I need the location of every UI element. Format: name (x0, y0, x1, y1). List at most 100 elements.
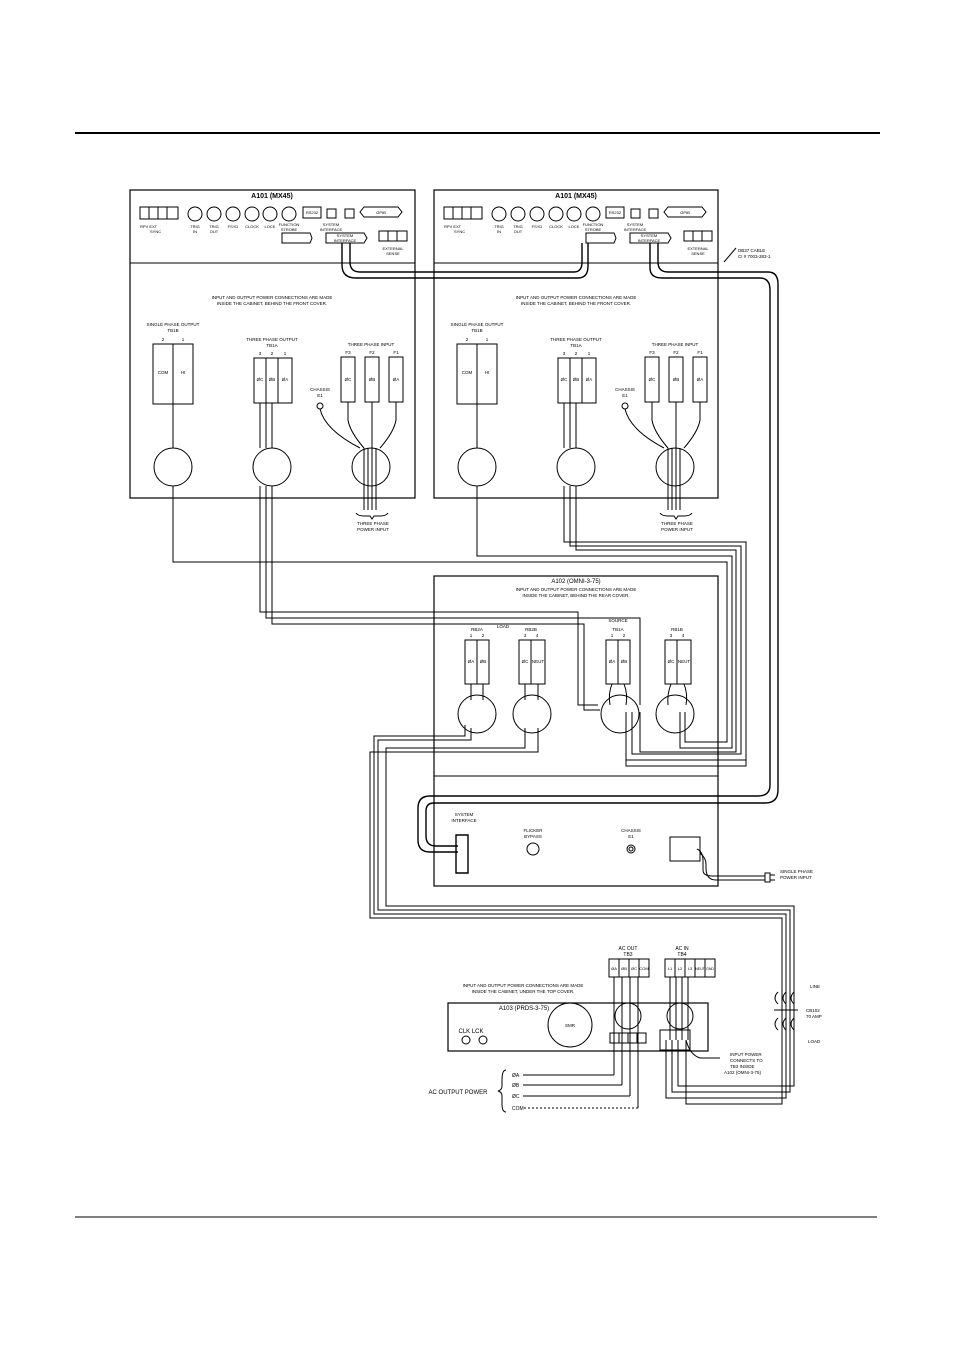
lck-connector[interactable] (478, 1035, 488, 1045)
rs232-port[interactable] (605, 206, 625, 219)
label-system: SYSTEM (323, 222, 339, 227)
chassis-e1: E1 (622, 393, 628, 398)
chassis-label: CHASSIS (621, 828, 641, 833)
label-fsyd: FSYD (228, 224, 239, 229)
fsyd-connector[interactable] (529, 206, 545, 222)
function-strobe-connector[interactable] (281, 206, 297, 222)
phase-c-label: ØC (512, 1094, 520, 1100)
system-interface-port-b[interactable] (629, 232, 672, 244)
terminal-hi[interactable] (172, 343, 194, 405)
a103-note-line2: INSIDE THE CABINET, UNDER THE TOP COVER. (472, 989, 575, 994)
system-port[interactable] (630, 208, 641, 219)
aux-port[interactable] (648, 208, 659, 219)
tb-num: 2 (162, 337, 165, 342)
flicker-bypass-switch[interactable] (526, 842, 540, 856)
label-interface: INTERFACE (320, 227, 343, 232)
ac-out-label: AC OUT (619, 946, 638, 952)
gpib-port[interactable] (359, 206, 403, 218)
terminal-hi[interactable] (476, 343, 498, 405)
tb-num: 2 (482, 633, 485, 638)
trig-out-connector[interactable] (206, 206, 222, 222)
grommet (512, 694, 552, 734)
trig-out-connector[interactable] (510, 206, 526, 222)
system-interface-connector[interactable] (455, 834, 469, 874)
tb-num: 1 (470, 633, 473, 638)
a101-right-title: A101 (MX45) (555, 193, 597, 200)
single-phase-inlet[interactable] (669, 836, 701, 862)
trig-in-connector[interactable] (187, 206, 203, 222)
term-label: ØA (393, 377, 400, 382)
fuse-num: F2 (673, 350, 679, 355)
label-rs232: RS232 (609, 210, 622, 215)
grommet (614, 1002, 642, 1030)
function-strobe-connector[interactable] (585, 206, 601, 222)
label-out: OUT (210, 229, 219, 234)
fsyd-connector[interactable] (225, 206, 241, 222)
chassis-ground-stud[interactable] (626, 844, 636, 854)
tb3-label: TB3 (623, 952, 632, 958)
label-rpv-ext: RPV EXT (140, 224, 158, 229)
panel-note-line1: INPUT AND OUTPUT POWER CONNECTIONS ARE M… (212, 295, 333, 300)
tb-num: 2 (623, 633, 626, 638)
power-input-label: POWER INPUT (661, 527, 693, 532)
label-rpv-ext: RPV EXT (444, 224, 462, 229)
term-label: ØB (621, 659, 628, 664)
label-sync: SYNC (150, 229, 161, 234)
trig-in-connector[interactable] (491, 206, 507, 222)
external-sense-terminal[interactable] (378, 230, 408, 242)
tb-num: 4 (536, 633, 539, 638)
bypass-label: BYPASS (524, 834, 542, 839)
three-phase-out-title: THREE PHASE OUTPUT (246, 337, 298, 342)
a103-note-line1: INPUT AND OUTPUT POWER CONNECTIONS ARE M… (463, 983, 584, 988)
label-lock: LOCK (569, 224, 580, 229)
label-trig: TRIG (190, 224, 200, 229)
chassis-ground-stud[interactable] (316, 402, 324, 410)
term-label: NEUT (532, 659, 545, 664)
clk-connector[interactable] (461, 1035, 471, 1045)
label-interface: INTERFACE (334, 238, 357, 243)
terminal-oa[interactable] (581, 357, 597, 404)
db37-cable-label: DB37 CABLE (738, 248, 765, 253)
system-interface-port-a[interactable] (585, 232, 617, 244)
system-port[interactable] (326, 208, 337, 219)
term-label: ØB (573, 377, 580, 382)
rs232-port[interactable] (302, 206, 322, 219)
chassis-e1: E1 (317, 393, 323, 398)
tb-num: 3 (563, 351, 566, 356)
term-label: L2 (678, 966, 683, 971)
term-label: ØB (621, 966, 627, 971)
ac-output-power-legend: AC OUTPUT POWER ØA ØB ØC COM (429, 1069, 638, 1113)
lock-connector[interactable] (566, 206, 582, 222)
external-sense-terminal[interactable] (683, 230, 713, 242)
grommet (666, 1002, 694, 1030)
gpib-port[interactable] (663, 206, 707, 218)
panel-note-line2: INSIDE THE CABINET, BEHIND THE FRONT COV… (217, 301, 327, 306)
chassis-e1: E1 (628, 834, 634, 839)
clock-connector[interactable] (244, 206, 260, 222)
in-terminal-gnd[interactable] (704, 958, 716, 978)
label-function: FUNCTION (279, 222, 300, 227)
system-interface-port-b[interactable] (325, 232, 368, 244)
chassis-label: CHASSIS (310, 387, 330, 392)
terminal-oa[interactable] (277, 357, 293, 404)
tb-num: 1 (284, 351, 287, 356)
three-phase-in-title: THREE PHASE INPUT (652, 342, 699, 347)
cb-load-label: LOAD (808, 1039, 821, 1044)
ac-in-label: AC IN (675, 946, 689, 952)
chassis-ground-stud[interactable] (621, 402, 629, 410)
power-input-label: POWER INPUT (357, 527, 389, 532)
clock-connector[interactable] (548, 206, 564, 222)
aux-port[interactable] (344, 208, 355, 219)
system-interface-port-a[interactable] (281, 232, 313, 244)
a102-title: A102 (OMNI-3-75) (551, 579, 600, 585)
term-label: NEUT (678, 659, 691, 664)
lock-connector[interactable] (262, 206, 278, 222)
term-label: L1 (668, 966, 673, 971)
out-terminal-com[interactable] (638, 958, 650, 978)
single-phase-label: SINGLE PHASE (780, 869, 813, 874)
single-phase-title: SINGLE PHASE OUTPUT (451, 322, 504, 327)
fuse-num: F3 (345, 350, 351, 355)
tb-num: 2 (271, 351, 274, 356)
panel-note-line2: INSIDE THE CABINET, BEHIND THE FRONT COV… (521, 301, 631, 306)
label-trig: TRIG (513, 224, 523, 229)
